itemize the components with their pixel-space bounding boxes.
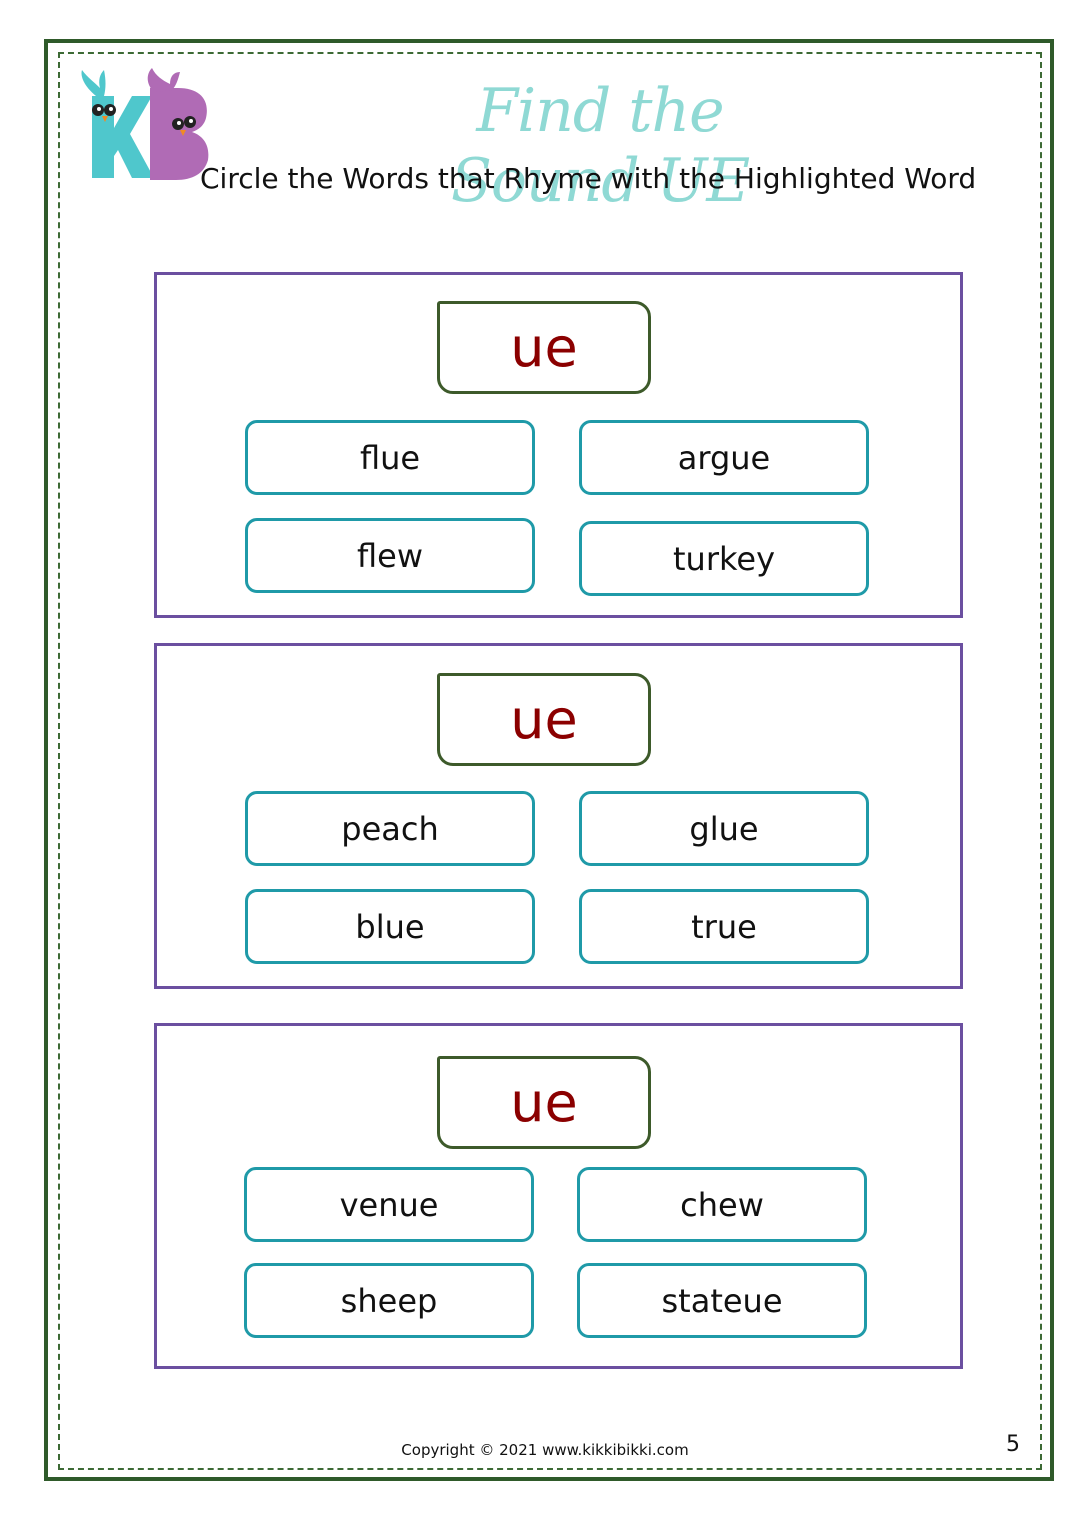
word-option[interactable]: true bbox=[579, 889, 869, 964]
word-option[interactable]: argue bbox=[579, 420, 869, 495]
highlighted-word: ue bbox=[437, 1056, 651, 1149]
page-number: 5 bbox=[1006, 1432, 1020, 1457]
word-option[interactable]: blue bbox=[245, 889, 535, 964]
rhyme-panel-3: ue venue chew sheep stateue bbox=[154, 1023, 963, 1369]
word-option[interactable]: flew bbox=[245, 518, 535, 593]
highlighted-word: ue bbox=[437, 301, 651, 394]
word-option[interactable]: sheep bbox=[244, 1263, 534, 1338]
word-option[interactable]: venue bbox=[244, 1167, 534, 1242]
kb-birds-logo-icon bbox=[81, 68, 209, 180]
word-option[interactable]: turkey bbox=[579, 521, 869, 596]
rhyme-panel-2: ue peach glue blue true bbox=[154, 643, 963, 989]
word-option[interactable]: glue bbox=[579, 791, 869, 866]
word-option[interactable]: flue bbox=[245, 420, 535, 495]
highlighted-word: ue bbox=[437, 673, 651, 766]
word-option[interactable]: stateue bbox=[577, 1263, 867, 1338]
page-frame bbox=[44, 39, 1054, 1481]
word-option[interactable]: peach bbox=[245, 791, 535, 866]
instruction-text: Circle the Words that Rhyme with the Hig… bbox=[200, 162, 977, 195]
copyright-notice: Copyright © 2021 www.kikkibikki.com bbox=[401, 1441, 689, 1459]
word-option[interactable]: chew bbox=[577, 1167, 867, 1242]
rhyme-panel-1: ue flue argue flew turkey bbox=[154, 272, 963, 618]
page-inner-frame bbox=[58, 52, 1042, 1470]
page-title: Find the Sound UE bbox=[450, 76, 750, 216]
